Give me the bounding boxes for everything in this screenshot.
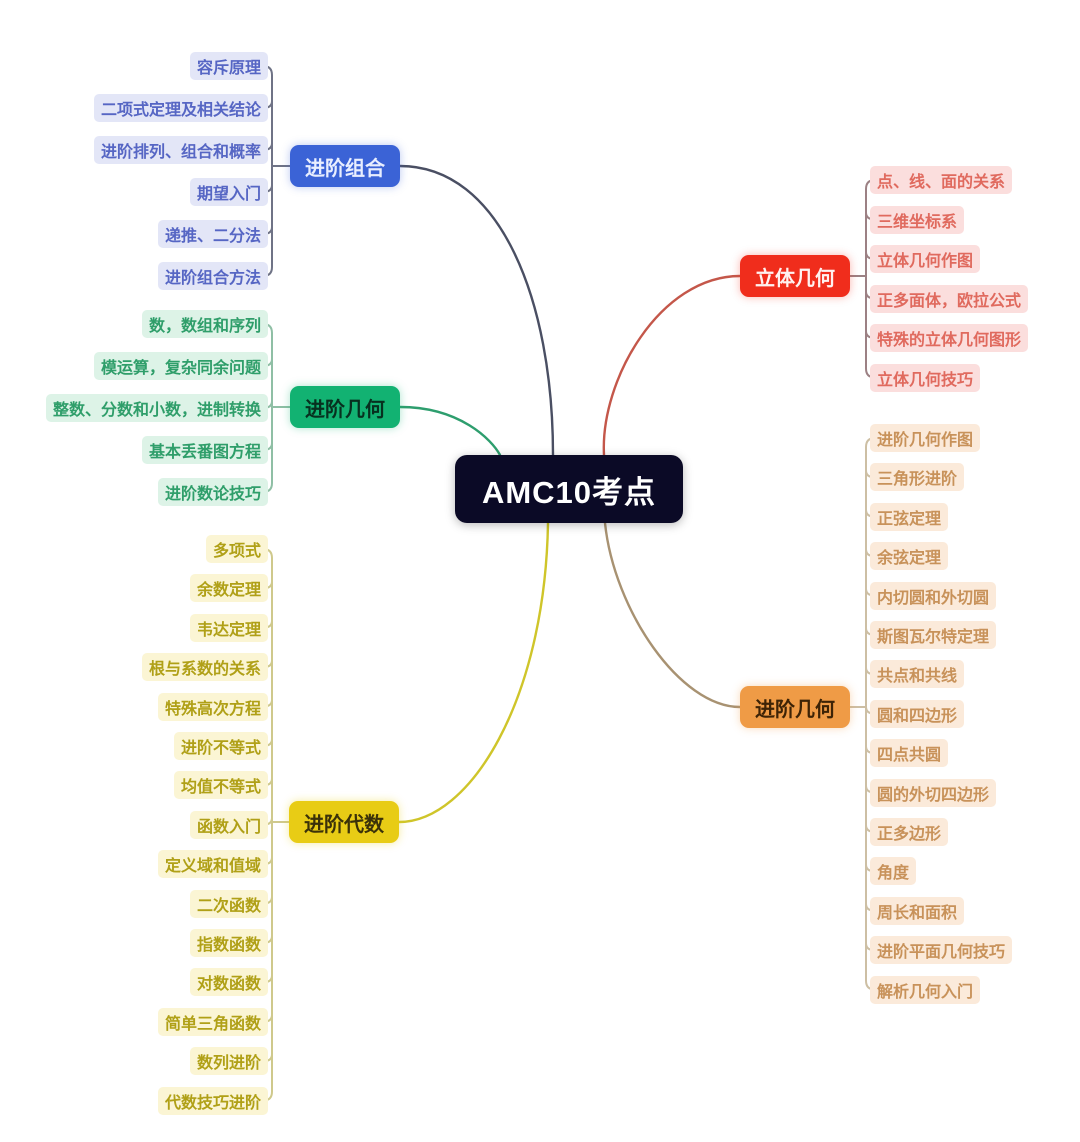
leaf-node[interactable]: 三维坐标系 bbox=[870, 205, 965, 234]
leaf-node[interactable]: 模运算，复杂同余问题 bbox=[93, 352, 268, 380]
leaf-node[interactable]: 根与系数的关系 bbox=[141, 653, 268, 682]
leaf-node[interactable]: 内切圆和外切圆 bbox=[870, 581, 997, 610]
leaf-node[interactable]: 特殊的立体几何图形 bbox=[870, 324, 1029, 352]
leaf-node[interactable]: 进阶不等式 bbox=[173, 732, 268, 760]
branch-node-solid-geometry[interactable]: 立体几何 bbox=[740, 255, 850, 297]
leaf-node[interactable]: 余数定理 bbox=[189, 574, 268, 603]
leaf-node[interactable]: 进阶几何作图 bbox=[870, 424, 981, 452]
leaf-node[interactable]: 圆和四边形 bbox=[870, 699, 965, 728]
leaf-node[interactable]: 二次函数 bbox=[189, 889, 268, 918]
leaf-node[interactable]: 二项式定理及相关结论 bbox=[93, 94, 268, 122]
leaf-node[interactable]: 定义域和值域 bbox=[157, 850, 268, 879]
leaf-node[interactable]: 解析几何入门 bbox=[870, 975, 981, 1004]
leaf-node[interactable]: 立体几何作图 bbox=[870, 245, 981, 273]
leaf-node[interactable]: 正多面体，欧拉公式 bbox=[870, 284, 1029, 313]
leaf-node[interactable]: 进阶排列、组合和概率 bbox=[93, 136, 268, 164]
leaf-node[interactable]: 进阶组合方法 bbox=[157, 262, 268, 290]
leaf-node[interactable]: 数列进阶 bbox=[189, 1047, 268, 1076]
leaf-node[interactable]: 正弦定理 bbox=[870, 502, 949, 531]
leaf-node[interactable]: 整数、分数和小数，进制转换 bbox=[45, 394, 268, 422]
leaf-node[interactable]: 基本丢番图方程 bbox=[141, 436, 268, 464]
leaf-node[interactable]: 角度 bbox=[870, 857, 917, 886]
leaf-node[interactable]: 对数函数 bbox=[189, 968, 268, 997]
leaf-node[interactable]: 点、线、面的关系 bbox=[870, 166, 1013, 194]
leaf-node[interactable]: 多项式 bbox=[205, 535, 268, 563]
root-node[interactable]: AMC10考点 bbox=[455, 455, 683, 523]
leaf-node[interactable]: 立体几何技巧 bbox=[870, 363, 981, 392]
leaf-node[interactable]: 余弦定理 bbox=[870, 542, 949, 571]
branch-node-advanced-number-theory[interactable]: 进阶几何 bbox=[290, 386, 400, 428]
leaf-node[interactable]: 圆的外切四边形 bbox=[870, 778, 997, 807]
leaf-node[interactable]: 斯图瓦尔特定理 bbox=[870, 621, 997, 649]
leaf-node[interactable]: 进阶数论技巧 bbox=[157, 478, 268, 506]
leaf-node[interactable]: 进阶平面几何技巧 bbox=[870, 936, 1013, 965]
leaf-node[interactable]: 容斥原理 bbox=[189, 52, 268, 80]
leaf-node[interactable]: 数，数组和序列 bbox=[141, 310, 268, 338]
leaf-node[interactable]: 特殊高次方程 bbox=[157, 692, 268, 721]
leaf-node[interactable]: 四点共圆 bbox=[870, 739, 949, 768]
leaf-node[interactable]: 共点和共线 bbox=[870, 660, 965, 689]
leaf-node[interactable]: 简单三角函数 bbox=[157, 1007, 268, 1036]
leaf-node[interactable]: 三角形进阶 bbox=[870, 463, 965, 492]
leaf-node[interactable]: 正多边形 bbox=[870, 818, 949, 846]
branch-node-advanced-combinatorics[interactable]: 进阶组合 bbox=[290, 145, 400, 187]
leaf-node[interactable]: 指数函数 bbox=[189, 929, 268, 957]
leaf-node[interactable]: 期望入门 bbox=[189, 178, 268, 206]
leaf-node[interactable]: 代数技巧进阶 bbox=[157, 1086, 268, 1115]
leaf-node[interactable]: 均值不等式 bbox=[173, 771, 268, 800]
branch-node-advanced-geometry[interactable]: 进阶几何 bbox=[740, 686, 850, 728]
leaf-node[interactable]: 递推、二分法 bbox=[157, 220, 268, 248]
leaf-node[interactable]: 函数入门 bbox=[189, 810, 268, 839]
leaf-node[interactable]: 周长和面积 bbox=[870, 896, 965, 925]
leaf-node[interactable]: 韦达定理 bbox=[189, 613, 268, 642]
branch-node-advanced-algebra[interactable]: 进阶代数 bbox=[289, 801, 399, 843]
